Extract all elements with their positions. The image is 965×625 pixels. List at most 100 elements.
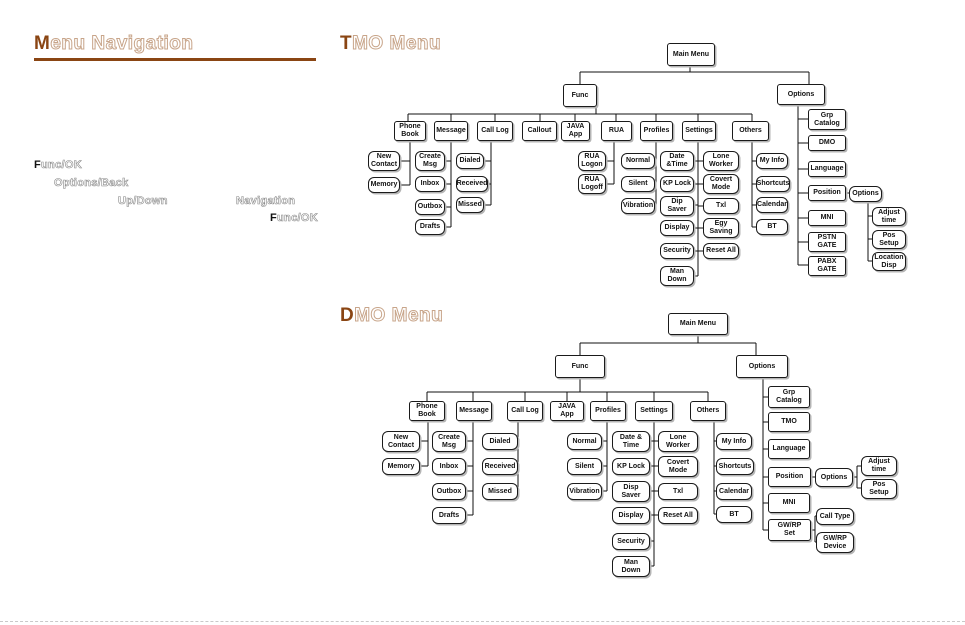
dmo-settings-item: Reset All (658, 507, 698, 524)
tmo-others-item: My Info (756, 153, 788, 169)
tmo-func-item: Callout (522, 121, 557, 141)
tmo-main-menu-node: Main Menu (667, 43, 715, 66)
dmo-others-item: Shortcuts (716, 458, 754, 475)
tmo-func-item: Profiles (640, 121, 673, 141)
dmo-settings-item: Display (612, 507, 650, 524)
tmo-settings-item: Lone Worker (703, 151, 739, 171)
dmo-settings-item: Man Down (612, 556, 650, 577)
func-ok-2-initial: F (270, 212, 278, 224)
dmo-profiles-item: Vibration (567, 483, 602, 500)
dmo-message-item: Inbox (432, 458, 466, 475)
dmo-others-item: Calendar (716, 483, 752, 500)
tmo-phonebook-item: Memory (368, 177, 400, 193)
dmo-position-sub-item: Adjust time (861, 456, 897, 476)
tmo-options-item: DMO (808, 135, 846, 151)
tmo-settings-item: Egy Saving (703, 218, 739, 238)
tmo-calllog-item: Dialed (456, 153, 484, 169)
dmo-options-item: Position (768, 467, 811, 487)
tmo-position-sub-item: Location Disp (872, 252, 906, 271)
page-title: Menu Navigation (34, 33, 194, 55)
tmo-calllog-item: Missed (456, 197, 484, 213)
func-ok-key-label-2: Func/OK (270, 212, 318, 225)
tmo-settings-item: KP Lock (660, 176, 694, 192)
dmo-func-item: Message (456, 401, 492, 421)
tmo-message-item: Drafts (415, 219, 445, 235)
dmo-menu-title: DMO Menu (340, 305, 443, 327)
tmo-phonebook-item: New Contact (368, 151, 400, 171)
title-underline (34, 58, 316, 61)
tmo-settings-item: Security (660, 243, 694, 259)
tmo-settings-item: Man Down (660, 266, 694, 286)
dmo-settings-item: Security (612, 533, 650, 550)
tmo-menu-title: TMO Menu (340, 33, 441, 55)
dmo-options-item: TMO (768, 412, 810, 432)
dmo-message-item: Outbox (432, 483, 466, 500)
tmo-settings-item: Date &Time (660, 151, 694, 171)
tmo-options-item: PSTN GATE (808, 232, 846, 252)
tmo-func-item: RUA (601, 121, 632, 141)
dmo-func-item: Others (690, 401, 726, 421)
dmo-gwrp-sub-item: Call Type (816, 508, 854, 525)
dmo-others-item: BT (716, 506, 752, 523)
dmo-settings-item: Date & Time (612, 431, 650, 452)
tmo-message-item: Inbox (415, 176, 445, 192)
tmo-others-item: Calendar (756, 197, 788, 213)
dmo-title-initial: D (340, 305, 355, 326)
navigation-key-label: Navigation (236, 195, 296, 208)
tmo-profiles-item: Normal (621, 153, 655, 169)
tmo-others-item: BT (756, 219, 788, 235)
page-title-initial: M (34, 33, 51, 54)
tmo-func-item: JAVA App (561, 121, 590, 141)
tmo-settings-item: Reset All (703, 243, 739, 259)
dmo-position-sub-item: Pos Setup (861, 479, 897, 499)
tmo-profiles-item: Silent (621, 176, 655, 192)
dmo-settings-item: Txl (658, 483, 698, 500)
dmo-options-node: Options (736, 355, 788, 378)
tmo-func-item: Call Log (477, 121, 513, 141)
tmo-options-item: Language (808, 161, 846, 177)
dmo-phonebook-item: Memory (382, 458, 420, 475)
dmo-settings-item: Covert Mode (658, 456, 698, 477)
dmo-func-item: Settings (635, 401, 673, 421)
dmo-calllog-item: Dialed (482, 433, 518, 450)
dmo-others-item: My Info (716, 433, 752, 450)
func-ok-initial: F (34, 159, 42, 171)
tmo-func-item: Message (434, 121, 468, 141)
tmo-rua-item: RUA Logon (578, 151, 606, 171)
dmo-func-item: Profiles (590, 401, 626, 421)
tmo-options-item: Position (808, 185, 846, 201)
dmo-profiles-item: Silent (567, 458, 602, 475)
func-ok-rest: unc/OK (41, 159, 82, 172)
tmo-settings-item: Display (660, 220, 694, 236)
tmo-rua-item: RUA Logoff (578, 174, 606, 194)
dmo-options-item: MNI (768, 493, 810, 513)
tmo-options-node: Options (777, 84, 825, 105)
dmo-settings-item: KP Lock (612, 458, 650, 475)
dmo-message-item: Create Msg (432, 431, 466, 452)
dmo-options-item: Grp Catalog (768, 386, 810, 408)
tmo-func-item: Others (732, 121, 769, 141)
page-title-rest: enu Navigation (50, 33, 194, 55)
dmo-main-menu-node: Main Menu (668, 313, 728, 335)
tmo-func-item: Phone Book (394, 121, 426, 141)
dmo-func-item: JAVA App (550, 401, 584, 421)
dmo-phonebook-item: New Contact (382, 431, 420, 452)
dmo-calllog-item: Received (482, 458, 518, 475)
dmo-options-item: GW/RP Set (768, 519, 811, 541)
tmo-others-item: Shortcuts (756, 176, 790, 192)
tmo-settings-item: Txl (703, 198, 739, 214)
tmo-message-item: Create Msg (415, 151, 445, 171)
tmo-calllog-item: Received (456, 176, 488, 192)
page-bottom-rule (0, 621, 965, 622)
tmo-position-options-node: Options (849, 186, 882, 202)
tmo-title-initial: T (340, 33, 353, 54)
tmo-func-node: Func (563, 84, 597, 107)
tmo-options-item: PABX GATE (808, 256, 846, 276)
tmo-settings-item: Dip Saver (660, 196, 694, 216)
tmo-options-item: MNI (808, 210, 846, 226)
dmo-settings-item: Disp Saver (612, 481, 650, 502)
tmo-position-sub-item: Pos Setup (872, 230, 906, 249)
dmo-position-options-node: Options (815, 468, 853, 487)
dmo-message-item: Drafts (432, 507, 466, 524)
